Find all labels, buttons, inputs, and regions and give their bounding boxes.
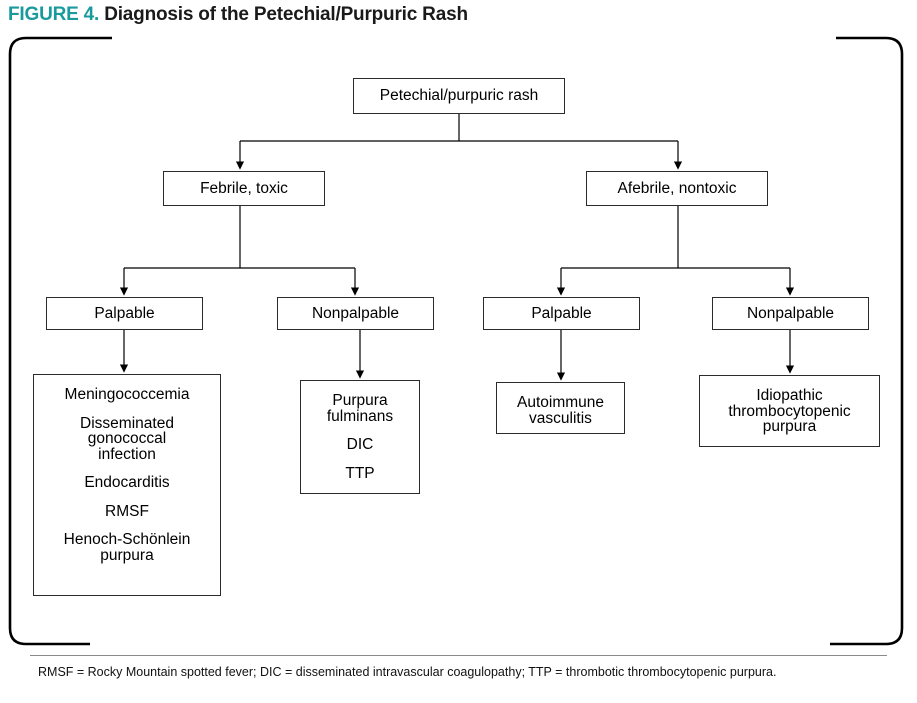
figure-number-label: FIGURE 4. — [8, 4, 100, 25]
node-afebrile-nontoxic[interactable]: Afebrile, nontoxic — [586, 171, 768, 206]
diagnosis-line: purpura — [100, 546, 154, 564]
diagnosis-line: RMSF — [105, 502, 149, 520]
node-febrile-palpable[interactable]: Palpable — [46, 297, 203, 330]
diagnosis-entry: RMSF — [105, 502, 149, 520]
diagnosis-line: gonococcal — [87, 430, 167, 447]
diagnosis-entry: DIC — [347, 437, 374, 453]
node-febrile-nonpalpable[interactable]: Nonpalpable — [277, 297, 434, 330]
page-title: FIGURE 4. Diagnosis of the Petechial/Pur… — [8, 4, 468, 26]
node-label: Nonpalpable — [311, 304, 400, 322]
node-label: Febrile, toxic — [200, 179, 288, 197]
diagnosis-line: Endocarditis — [84, 474, 170, 491]
figure-title-text: Diagnosis of the Petechial/Purpuric Rash — [104, 4, 468, 25]
diagnosis-line: Autoimmune — [516, 394, 604, 411]
footnote-abbreviations: RMSF = Rocky Mountain spotted fever; DIC… — [38, 665, 777, 679]
diagnosis-line: Purpura — [332, 392, 388, 409]
diagnosis-entry: Meningococcemia — [65, 387, 190, 403]
node-label: Afebrile, nontoxic — [617, 179, 737, 197]
node-label: Nonpalpable — [746, 304, 835, 322]
node-label: Petechial/purpuric rash — [379, 87, 539, 105]
diagnosis-line: fulminans — [326, 407, 394, 425]
node-label: Palpable — [531, 304, 592, 322]
diagnosis-line: DIC — [346, 436, 374, 453]
diagnosis-line: Disseminated — [80, 414, 174, 432]
diagnosis-entry: TTP — [345, 464, 375, 482]
diagnosis-line: vasculitis — [529, 409, 592, 427]
node-afebrile-nonpalpable[interactable]: Nonpalpable — [712, 297, 869, 330]
diagnosis-line: Meningococcemia — [64, 386, 190, 403]
diagnosis-line: infection — [98, 445, 156, 463]
diagnosis-line: Henoch-Schönlein — [63, 531, 191, 548]
diagnosis-line: purpura — [762, 418, 817, 435]
diagnosis-line: thrombocytopenic — [728, 402, 851, 420]
footnote-divider — [30, 655, 887, 656]
node-febrile-toxic[interactable]: Febrile, toxic — [163, 171, 325, 206]
node-label: Palpable — [94, 304, 155, 322]
diagnosis-line: TTP — [345, 464, 375, 482]
diagnosis-line: Idiopathic — [756, 387, 823, 404]
node-afebrile-palpable[interactable]: Palpable — [483, 297, 640, 330]
node-petechial-purpuric-rash[interactable]: Petechial/purpuric rash — [353, 78, 565, 114]
diagnosis-entry: Endocarditis — [84, 475, 169, 491]
